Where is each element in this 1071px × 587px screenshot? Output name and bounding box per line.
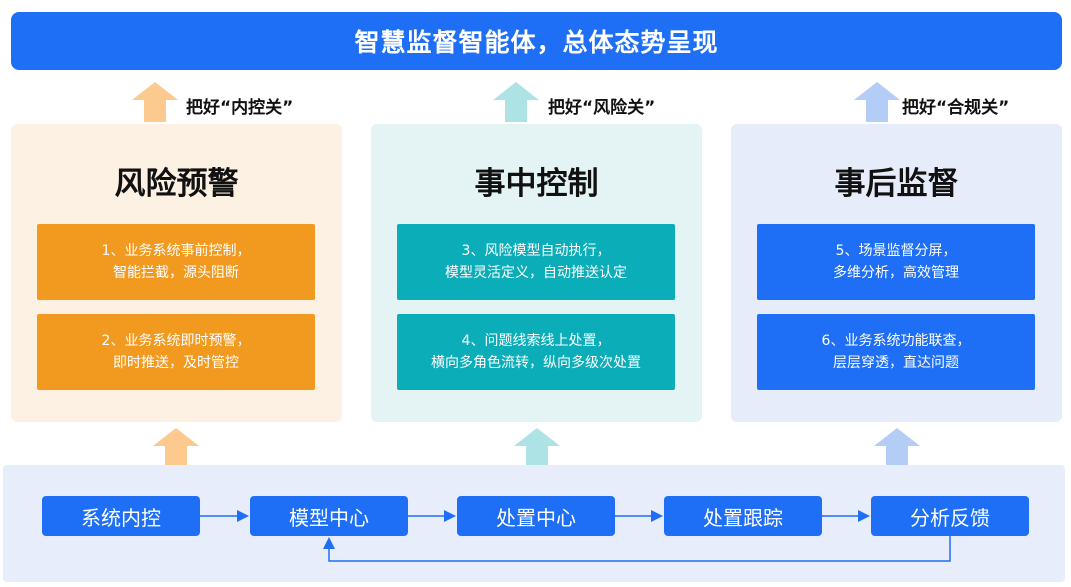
item-line: 模型灵活定义，自动推送认定 bbox=[445, 265, 627, 281]
flow-step-analysis-feedback: 分析反馈 bbox=[871, 496, 1029, 536]
gate-label-internal-control: 把好“内控关” bbox=[186, 98, 294, 118]
panel-title: 事后监督 bbox=[834, 166, 959, 202]
up-arrow-icon bbox=[493, 82, 539, 122]
panel-item: 5、场景监督分屏， 多维分析，高效管理 bbox=[757, 224, 1035, 300]
item-line: 横向多角色流转，纵向多级次处置 bbox=[431, 355, 641, 371]
panel-item: 4、问题线索线上处置， 横向多角色流转，纵向多级次处置 bbox=[397, 314, 675, 390]
item-line: 4、问题线索线上处置， bbox=[461, 333, 611, 349]
up-arrow-icon bbox=[854, 82, 900, 122]
item-line: 6、业务系统功能联查， bbox=[821, 333, 971, 349]
panel-in-process-control: 事中控制 3、风险模型自动执行， 模型灵活定义，自动推送认定 4、问题线索线上处… bbox=[371, 124, 702, 422]
up-arrow-icon bbox=[153, 428, 199, 468]
item-line: 智能拦截，源头阻断 bbox=[113, 265, 239, 281]
item-line: 层层穿透，直达问题 bbox=[833, 355, 959, 371]
gate-label-compliance: 把好“合规关” bbox=[902, 98, 1010, 118]
flow-step-disposal-center: 处置中心 bbox=[457, 496, 615, 536]
flow-step-system-internal-control: 系统内控 bbox=[42, 496, 200, 536]
flow-step-model-center: 模型中心 bbox=[250, 496, 408, 536]
item-line: 即时推送，及时管控 bbox=[113, 355, 239, 371]
panel-item: 1、业务系统事前控制， 智能拦截，源头阻断 bbox=[37, 224, 315, 300]
item-line: 5、场景监督分屏， bbox=[835, 243, 957, 259]
panel-item: 2、业务系统即时预警， 即时推送，及时管控 bbox=[37, 314, 315, 390]
flow-step-disposal-tracking: 处置跟踪 bbox=[664, 496, 822, 536]
panel-risk-warning: 风险预警 1、业务系统事前控制， 智能拦截，源头阻断 2、业务系统即时预警， 即… bbox=[11, 124, 342, 422]
up-arrow-icon bbox=[874, 428, 920, 468]
item-line: 2、业务系统即时预警， bbox=[101, 333, 251, 349]
panel-title: 风险预警 bbox=[114, 166, 239, 202]
item-line: 1、业务系统事前控制， bbox=[101, 243, 251, 259]
up-arrow-icon bbox=[514, 428, 560, 468]
up-arrow-icon bbox=[132, 82, 178, 122]
panel-item: 3、风险模型自动执行， 模型灵活定义，自动推送认定 bbox=[397, 224, 675, 300]
item-line: 多维分析，高效管理 bbox=[833, 265, 959, 281]
gate-label-risk: 把好“风险关” bbox=[548, 98, 656, 118]
page-title-banner: 智慧监督智能体，总体态势呈现 bbox=[11, 12, 1062, 70]
panel-title: 事中控制 bbox=[474, 166, 599, 202]
panel-post-supervision: 事后监督 5、场景监督分屏， 多维分析，高效管理 6、业务系统功能联查， 层层穿… bbox=[731, 124, 1062, 422]
panel-item: 6、业务系统功能联查， 层层穿透，直达问题 bbox=[757, 314, 1035, 390]
item-line: 3、风险模型自动执行， bbox=[461, 243, 611, 259]
